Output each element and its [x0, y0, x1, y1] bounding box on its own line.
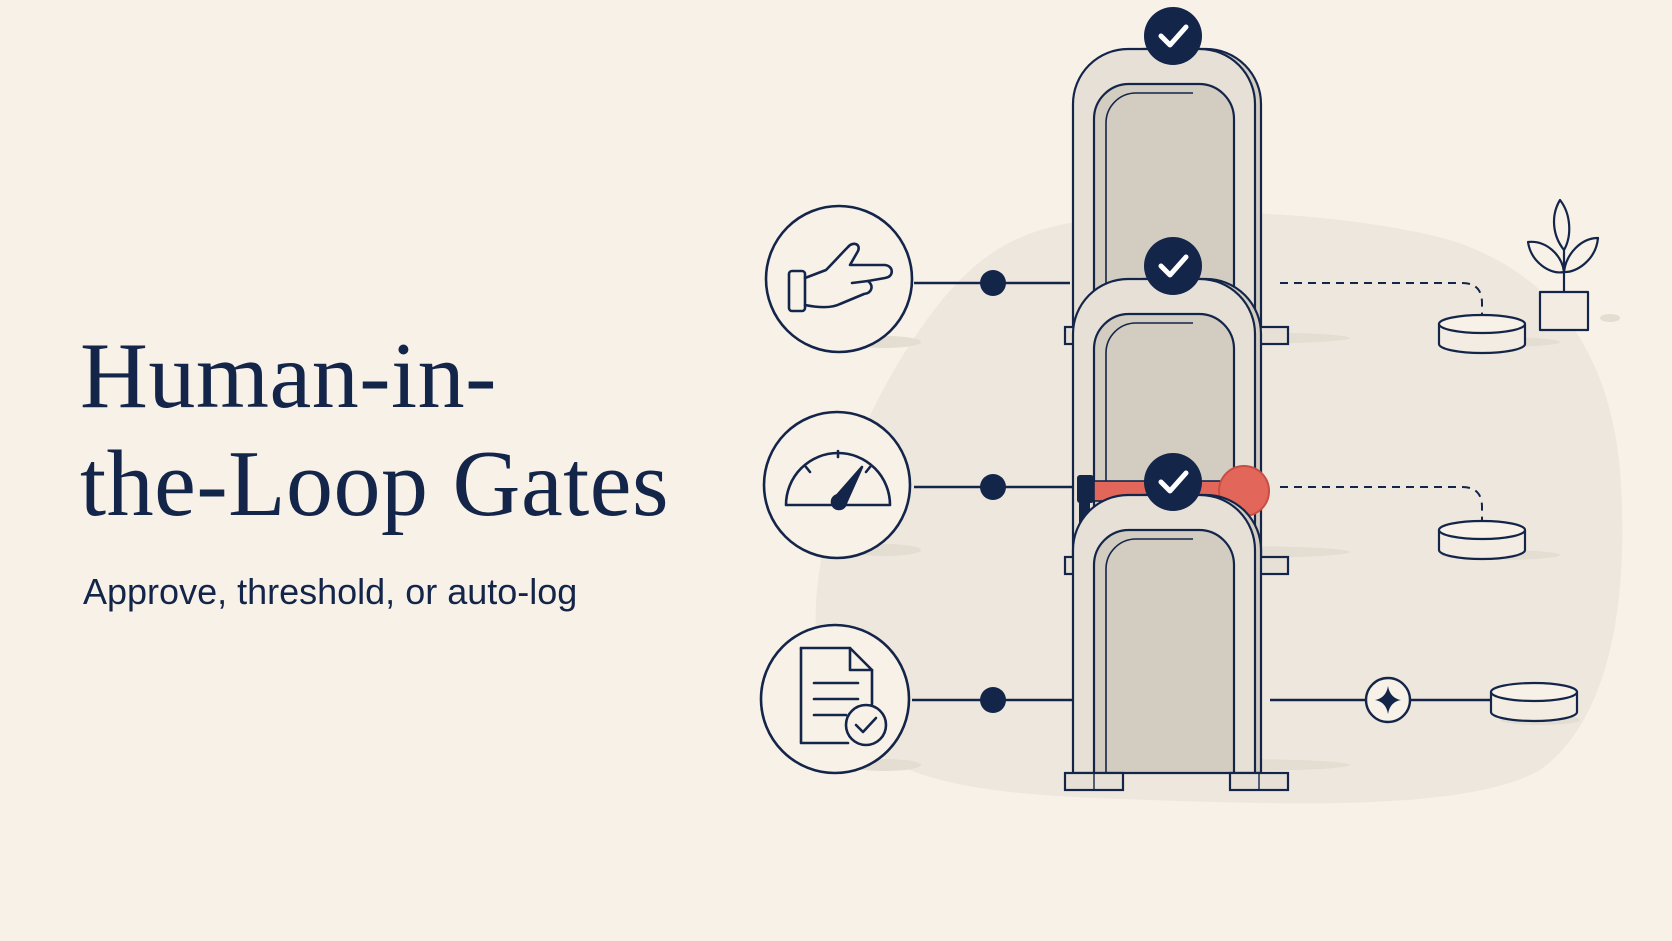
dashed-output-path	[1280, 486, 1483, 524]
connector-dot	[980, 474, 1006, 500]
sparkle-icon	[1375, 686, 1401, 714]
plant-icon	[1526, 198, 1600, 332]
page-subtitle: Approve, threshold, or auto-log	[83, 571, 578, 612]
row-auto-log	[759, 453, 1579, 790]
input-node-gauge	[762, 410, 912, 560]
title-block: Human-in- the-Loop Gates	[80, 322, 740, 538]
document-check-icon	[799, 646, 888, 747]
gauge-icon	[784, 449, 892, 511]
hand-icon	[787, 242, 894, 313]
row-approve	[764, 7, 1600, 355]
page-title-line-1: Human-in-	[80, 324, 497, 428]
input-node-hand	[764, 204, 914, 354]
page-title-line-2: the-Loop Gates	[80, 432, 670, 536]
dashed-output-path	[1280, 282, 1483, 318]
connector-dot	[980, 687, 1006, 713]
connector-dot	[980, 270, 1006, 296]
